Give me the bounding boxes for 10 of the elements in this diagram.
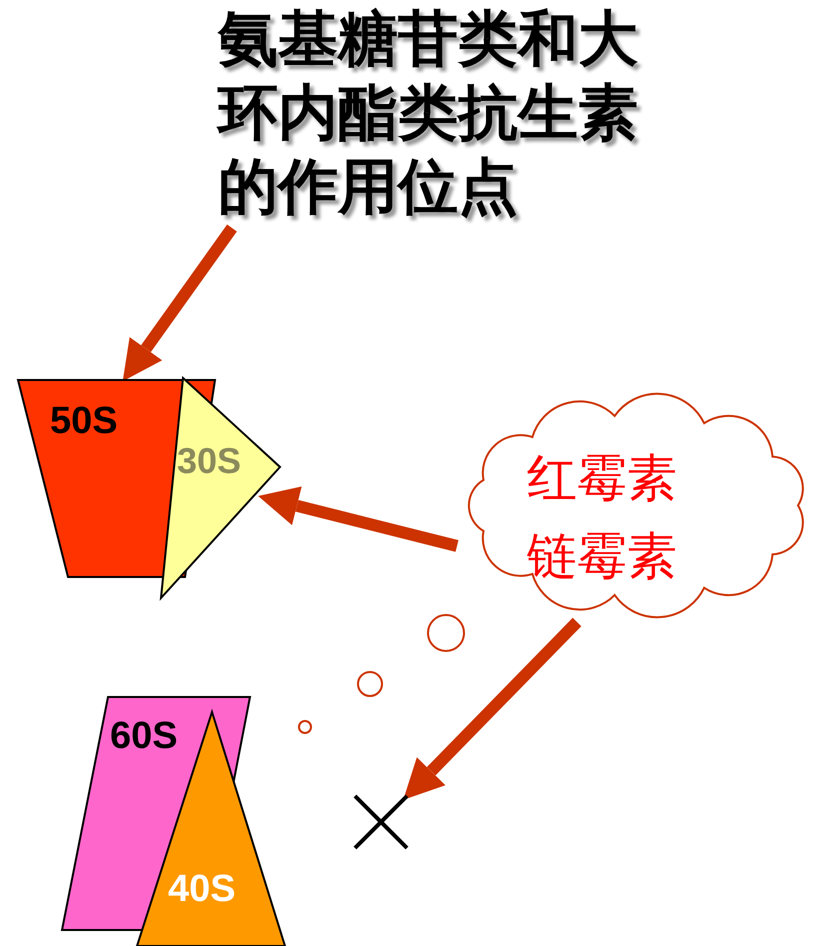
drug-name: 红霉素 <box>527 449 677 508</box>
arrow <box>122 224 237 382</box>
subunit-label: 40S <box>168 868 236 911</box>
arrow <box>258 486 458 552</box>
arrow <box>403 618 582 800</box>
heading-text: 氨基糖苷类和大环内酯类抗生素的作用位点 <box>218 3 639 224</box>
subunit-label: 30S <box>177 440 242 482</box>
subunit-label: 50S <box>50 400 118 443</box>
subunit-label: 60S <box>110 715 178 758</box>
drug-name: 链霉素 <box>527 527 677 586</box>
